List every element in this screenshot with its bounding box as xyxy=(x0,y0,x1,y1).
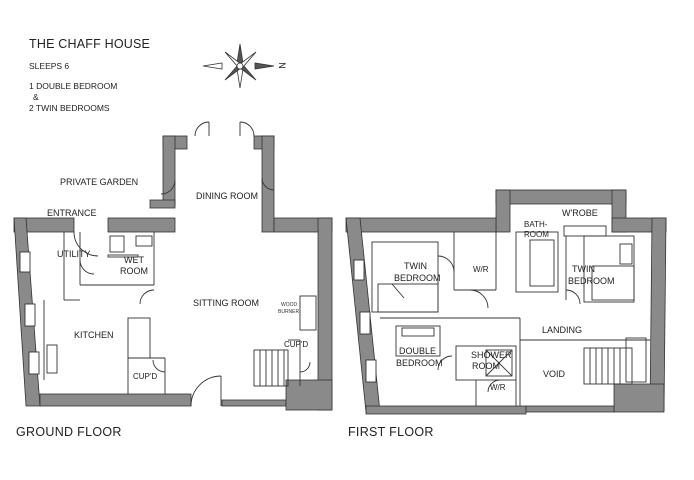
label-landing: LANDING xyxy=(542,325,583,335)
label-wr-lower: W/R xyxy=(490,383,506,392)
label-wet-room-1: WET xyxy=(124,255,144,265)
bedroom-ampersand: & xyxy=(33,92,39,102)
label-shower-1: SHOWER xyxy=(471,350,512,360)
label-void: VOID xyxy=(543,369,566,379)
label-private-garden: PRIVATE GARDEN xyxy=(60,177,139,187)
first-floor-label: FIRST FLOOR xyxy=(348,425,434,439)
plan-title: THE CHAFF HOUSE xyxy=(29,37,151,51)
compass-north-label: N xyxy=(276,62,287,69)
label-wood-burner-2: BURNER xyxy=(278,309,300,315)
label-cupboard-kitchen: CUP'D xyxy=(133,372,158,381)
label-kitchen: KITCHEN xyxy=(74,330,114,340)
bedroom-line-1: 1 DOUBLE BEDROOM xyxy=(29,81,118,91)
label-wood-burner-1: WOOD xyxy=(281,302,298,308)
label-shower-2: ROOM xyxy=(472,361,500,371)
label-wr-upper: W/R xyxy=(473,265,489,274)
label-double-2: BEDROOM xyxy=(396,358,443,368)
label-twin-left-1: TWIN xyxy=(404,261,427,271)
label-twin-right-1: TWIN xyxy=(572,264,595,274)
ground-floor-label: GROUND FLOOR xyxy=(16,425,122,439)
label-bathroom-2: ROOM xyxy=(524,230,549,239)
label-bathroom-1: BATH- xyxy=(524,220,548,229)
label-twin-left-2: BEDROOM xyxy=(394,273,441,283)
ground-floor-partitions xyxy=(19,121,317,407)
bedroom-line-2: 2 TWIN BEDROOMS xyxy=(29,103,110,113)
first-floor-partitions xyxy=(353,225,650,406)
label-double-1: DOUBLE xyxy=(399,346,437,356)
label-entrance: ENTRANCE xyxy=(47,208,97,218)
label-dining-room: DINING ROOM xyxy=(196,191,258,201)
compass-rose-icon xyxy=(202,43,275,89)
label-twin-right-2: BEDROOM xyxy=(568,276,615,286)
label-sitting-room: SITTING ROOM xyxy=(193,298,259,308)
label-cupboard-stairs: CUP'D xyxy=(284,340,309,349)
label-utility: UTILITY xyxy=(57,249,91,259)
label-wet-room-2: ROOM xyxy=(120,266,148,276)
label-wardrobe: W'ROBE xyxy=(562,208,598,218)
sleeps-label: SLEEPS 6 xyxy=(29,61,70,71)
